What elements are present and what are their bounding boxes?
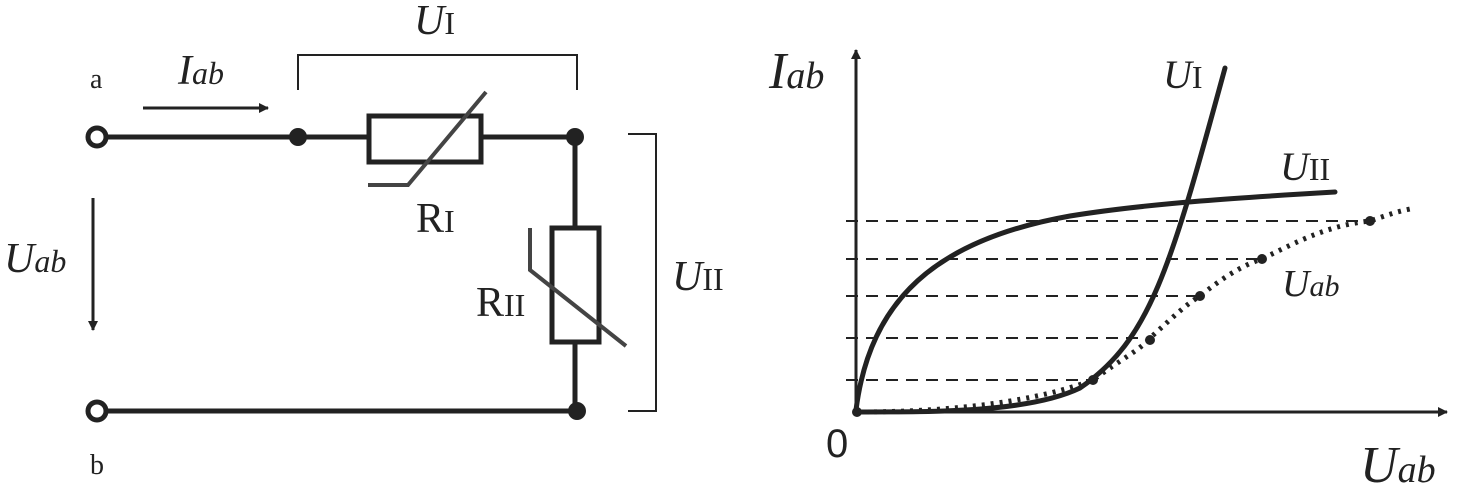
resistor-1-nonlinear-mark [368, 90, 488, 187]
current-label: Iab [177, 48, 224, 94]
y-axis-label: Iab [768, 43, 824, 100]
resistor-2-nonlinear-mark [528, 228, 628, 348]
point-4 [1257, 254, 1267, 264]
node-a-label: a [90, 64, 103, 95]
junction-dot-left [289, 128, 307, 146]
origin-dot [852, 407, 862, 417]
voltage-1-label: UI [414, 0, 455, 44]
point-2 [1145, 335, 1155, 345]
curve-uab [855, 206, 1411, 415]
x-axis-label: Uab [1360, 437, 1436, 490]
curve-u1 [853, 65, 1228, 415]
voltage-2-label: UII [672, 254, 724, 300]
curve-uab-label: Uab [1282, 263, 1339, 305]
iv-graph: Iab Uab 0 UI UII Uab [768, 43, 1448, 490]
terminal-a [85, 125, 109, 149]
curve-u2-label: UII [1280, 144, 1330, 189]
point-1 [1088, 375, 1098, 385]
circuit-diagram: a b Iab Uab UI UII RI RII [4, 0, 724, 481]
resistor-1-body [366, 113, 484, 165]
resistor-1-label: RI [416, 196, 455, 242]
terminal-b [85, 399, 109, 423]
point-3 [1195, 291, 1205, 301]
junction-dot-right [566, 128, 584, 146]
origin-label: 0 [826, 422, 848, 466]
bracket-u1 [297, 54, 578, 90]
node-b-label: b [90, 450, 104, 481]
resistor-2-body [549, 225, 602, 345]
point-5 [1365, 216, 1375, 226]
bracket-u2 [628, 133, 657, 412]
junction-dot-bottom [568, 402, 586, 420]
resistor-2-label: RII [476, 280, 525, 326]
curve-u2 [853, 189, 1338, 413]
curve-u1-label: UI [1163, 52, 1203, 97]
voltage-total-label: Uab [4, 236, 66, 282]
